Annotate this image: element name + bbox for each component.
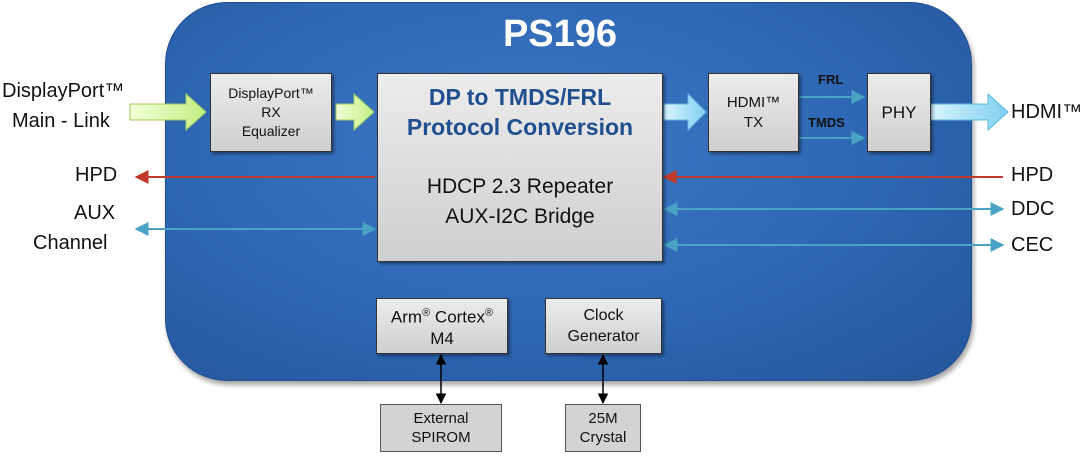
arm-label: Arm (390, 307, 423, 327)
arm-registered-mark: ® (422, 306, 431, 319)
conversion-heading-line-2: Protocol Conversion (406, 114, 634, 140)
arm-label-line-1: Arm® Cortex® (391, 302, 493, 329)
crystal-block: 25M Crystal (565, 404, 641, 452)
crystal-line-1: 25M (588, 410, 618, 427)
cortex-label: Cortex (430, 307, 485, 327)
conversion-heading-line-1: DP to TMDS/FRL (428, 84, 612, 110)
ddc-label: DDC (1011, 198, 1055, 220)
hpd-right-label: HPD (1011, 164, 1054, 186)
external-spirom-block: External SPIROM (380, 404, 502, 452)
hdmi-output-label: HDMI™ (1011, 101, 1083, 123)
hdmi-tx-line-2: TX (743, 113, 764, 131)
arm-label-line-2: M4 (430, 329, 454, 349)
dp-rx-line-3: Equalizer (241, 123, 301, 139)
phy-label: PHY (881, 102, 917, 122)
dp-rx-line-1: DisplayPort™ (228, 85, 314, 101)
spirom-line-1: External (413, 410, 469, 427)
clock-generator-block: Clock Generator (545, 298, 662, 354)
clock-line-2: Generator (567, 328, 640, 345)
hpd-left-label: HPD (75, 164, 118, 186)
aux-label-line-2: Channel (33, 232, 108, 254)
crystal-line-2: Crystal (579, 429, 627, 446)
clock-line-1: Clock (583, 307, 624, 324)
conversion-to-tx-arrow (663, 92, 707, 132)
phy-block: PHY (867, 73, 931, 152)
rx-to-conversion-arrow (335, 92, 375, 132)
spirom-line-2: SPIROM (411, 429, 471, 446)
dp-input-arrow (129, 92, 207, 132)
dp-input-label-line-1: DisplayPort™ (2, 80, 125, 102)
dp-rx-equalizer-block: DisplayPort™ RX Equalizer (210, 73, 332, 152)
cec-label: CEC (1011, 234, 1054, 256)
chip-title: PS196 (502, 13, 618, 55)
hdmi-output-arrow (929, 92, 1009, 132)
arm-cortex-block: Arm® Cortex® M4 (376, 298, 508, 354)
hdmi-tx-block: HDMI™ TX (708, 73, 799, 152)
cortex-registered-mark: ® (484, 306, 494, 319)
frl-label: FRL (818, 72, 844, 87)
tmds-label: TMDS (808, 115, 845, 130)
hdmi-tx-line-1: HDMI™ (726, 93, 781, 111)
conversion-sub-line-1: HDCP 2.3 Repeater (426, 175, 614, 198)
aux-label-line-1: AUX (74, 202, 116, 224)
dp-input-label-line-2: Main - Link (12, 110, 110, 132)
dp-rx-line-2: RX (261, 104, 281, 120)
protocol-conversion-block: DP to TMDS/FRL Protocol Conversion HDCP … (377, 73, 663, 262)
conversion-sub-line-2: AUX-I2C Bridge (445, 205, 595, 228)
